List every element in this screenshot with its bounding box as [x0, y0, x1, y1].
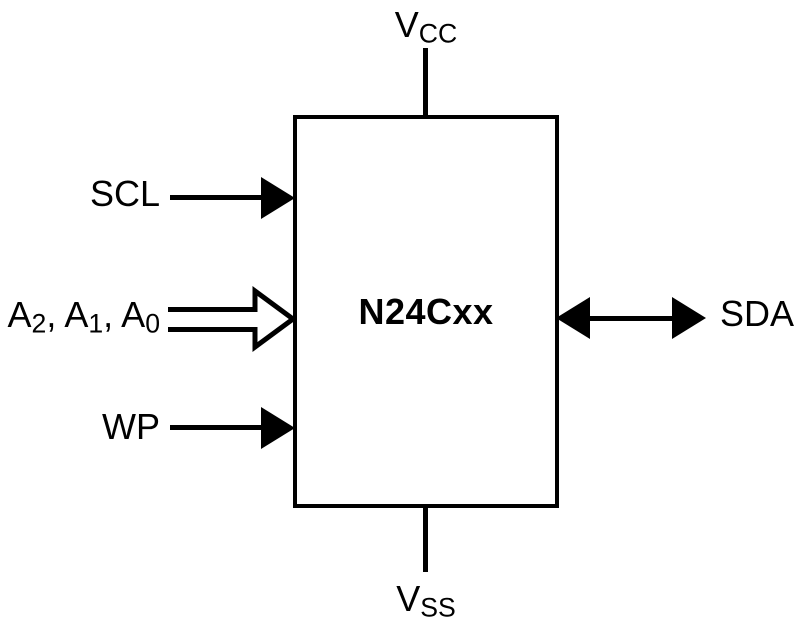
scl-arrow-icon [261, 177, 295, 219]
pin-label-vcc: VCC [394, 4, 458, 49]
sda-pin-line [586, 316, 676, 321]
sda-arrow-left-icon [556, 297, 590, 339]
pin-label-vss: VSS [396, 578, 456, 623]
chip-title: N24Cxx [358, 290, 494, 332]
vcc-pin-line [423, 48, 428, 116]
pin-label-sda: SDA [720, 293, 795, 334]
pin-label-address: A2, A1, A0 [7, 294, 160, 339]
sda-arrow-right-icon [672, 297, 706, 339]
wp-pin-line [170, 425, 263, 430]
address-bus-open-arrow-icon [168, 286, 296, 352]
pin-label-wp: WP [102, 406, 160, 447]
chip-box: N24Cxx [293, 115, 559, 508]
wp-arrow-icon [261, 407, 295, 449]
vss-pin-line [423, 506, 428, 572]
scl-pin-line [170, 195, 263, 200]
pin-label-scl: SCL [89, 173, 160, 214]
